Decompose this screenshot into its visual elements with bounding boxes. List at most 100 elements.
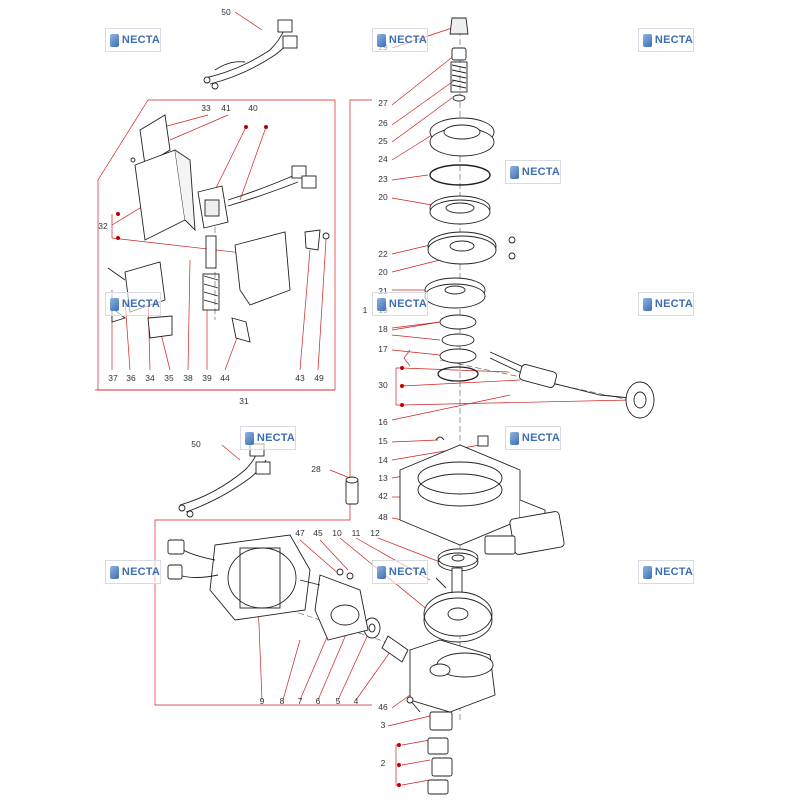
watermark-text: NECTA: [388, 566, 427, 578]
callout-label: 1: [363, 305, 368, 315]
group-marker-dot: [116, 236, 120, 240]
watermark-text: NECTA: [521, 166, 560, 178]
callout-label: 36: [126, 373, 136, 383]
callout-label: 16: [378, 417, 388, 427]
solenoid-group-drawing: [107, 114, 330, 343]
callout-label: 50: [221, 7, 231, 17]
callout-label: 37: [108, 373, 118, 383]
necta-watermark: NECTA: [105, 28, 161, 52]
callout-label: 45: [313, 528, 323, 538]
callout-leader-lines: [95, 11, 631, 786]
callout-label: 26: [378, 118, 388, 128]
callout-label: 15: [378, 436, 388, 446]
callout-label: 50: [191, 439, 201, 449]
group-marker-dot: [400, 366, 404, 370]
necta-watermark: NECTA: [638, 292, 694, 316]
necta-logo-icon: [110, 33, 119, 47]
callout-label: 11: [352, 528, 361, 538]
callout-label: 9: [260, 696, 265, 706]
motor-drawing: [167, 534, 321, 621]
callout-label: 22: [378, 249, 388, 259]
group-marker-dot: [244, 125, 248, 129]
watermark-text: NECTA: [388, 298, 427, 310]
callout-label: 41: [221, 103, 231, 113]
callout-label: 23: [378, 174, 388, 184]
watermark-text: NECTA: [121, 566, 160, 578]
callout-label: 7: [298, 696, 303, 706]
necta-logo-icon: [245, 431, 254, 445]
watermark-text: NECTA: [654, 566, 693, 578]
necta-logo-icon: [643, 33, 652, 47]
group-marker-dot: [400, 384, 404, 388]
necta-watermark: NECTA: [638, 28, 694, 52]
callout-label: 5: [336, 696, 341, 706]
callout-label: 47: [295, 528, 305, 538]
necta-logo-icon: [643, 297, 652, 311]
necta-watermark: NECTA: [505, 160, 561, 184]
callout-label: 42: [378, 491, 388, 501]
necta-watermark: NECTA: [240, 426, 296, 450]
callout-label: 32: [98, 221, 108, 231]
callout-label: 31: [239, 396, 249, 406]
necta-logo-icon: [643, 565, 652, 579]
callout-label: 33: [201, 103, 211, 113]
callout-label: 20: [378, 267, 388, 277]
callout-label: 44: [220, 373, 230, 383]
group-marker-dot: [400, 403, 404, 407]
callout-label: 35: [164, 373, 174, 383]
necta-watermark: NECTA: [372, 28, 428, 52]
callout-label: 14: [378, 455, 388, 465]
necta-logo-icon: [110, 297, 119, 311]
callout-label: 24: [378, 154, 388, 164]
group-marker-dot: [116, 212, 120, 216]
necta-logo-icon: [377, 33, 386, 47]
necta-logo-icon: [510, 431, 519, 445]
callout-label: 4: [354, 696, 359, 706]
watermark-text: NECTA: [121, 298, 160, 310]
watermark-text: NECTA: [654, 298, 693, 310]
callout-label: 25: [378, 136, 388, 146]
callout-label: 2: [381, 758, 386, 768]
assembly-axes: [214, 30, 631, 720]
callout-label: 38: [183, 373, 193, 383]
callout-label: 10: [332, 528, 342, 538]
callout-label: 28: [311, 464, 321, 474]
callout-label: 49: [314, 373, 324, 383]
callout-label: 3: [381, 720, 386, 730]
group-marker-dot: [397, 783, 401, 787]
callout-label: 48: [378, 512, 388, 522]
callout-label: 17: [378, 344, 388, 354]
necta-watermark: NECTA: [372, 560, 428, 584]
necta-watermark: NECTA: [105, 292, 161, 316]
callout-label: 34: [145, 373, 155, 383]
callout-label: 21: [378, 286, 388, 296]
necta-logo-icon: [377, 565, 386, 579]
callout-label: 43: [295, 373, 305, 383]
callout-label: 46: [378, 702, 388, 712]
necta-watermark: NECTA: [372, 292, 428, 316]
watermark-text: NECTA: [654, 34, 693, 46]
callout-label: 6: [316, 696, 321, 706]
callout-label: 27: [378, 98, 388, 108]
callout-label: 40: [248, 103, 258, 113]
callout-label: 8: [280, 696, 285, 706]
callout-label: 20: [378, 192, 388, 202]
necta-logo-icon: [110, 565, 119, 579]
watermark-text: NECTA: [256, 432, 295, 444]
watermark-text: NECTA: [388, 34, 427, 46]
group-marker-dot: [397, 743, 401, 747]
necta-logo-icon: [377, 297, 386, 311]
necta-watermark: NECTA: [105, 560, 161, 584]
callout-label: 13: [378, 473, 388, 483]
necta-watermark: NECTA: [638, 560, 694, 584]
group-marker-dot: [264, 125, 268, 129]
necta-watermark: NECTA: [505, 426, 561, 450]
callout-label: 30: [378, 380, 388, 390]
necta-logo-icon: [510, 165, 519, 179]
callout-label: 18: [378, 324, 388, 334]
callout-label: 39: [202, 373, 212, 383]
watermark-text: NECTA: [121, 34, 160, 46]
grinder-parts-drawing: [314, 17, 655, 795]
